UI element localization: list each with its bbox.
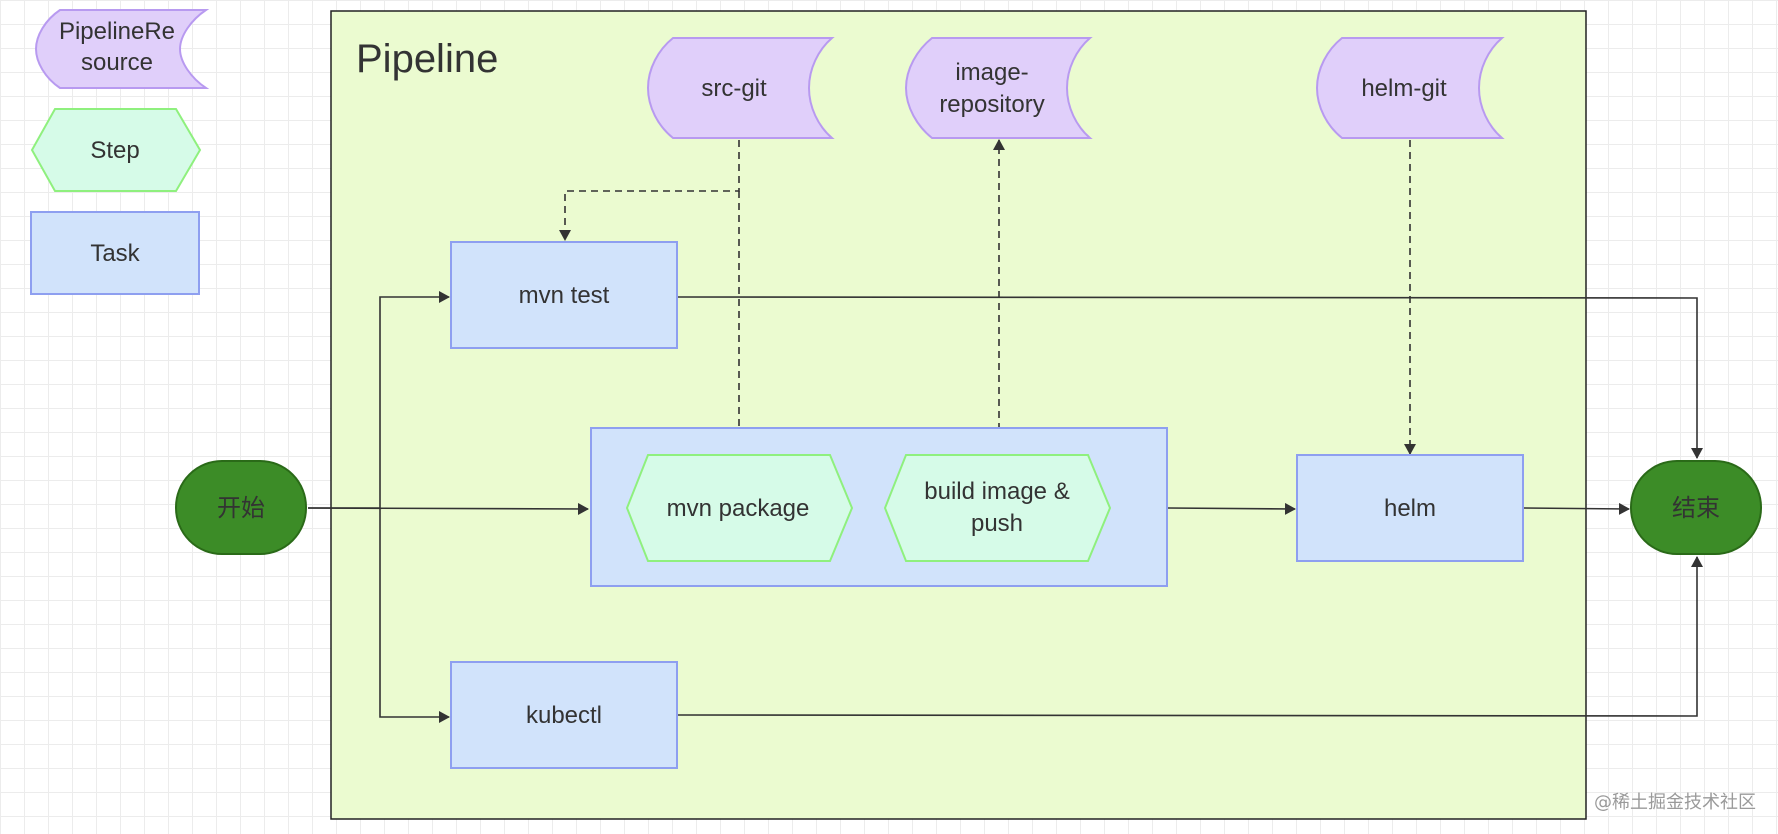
step-mvn-package-label: mvn package <box>667 495 810 522</box>
dashed-connectors <box>559 139 1416 455</box>
edge-start-to-kubectl <box>379 508 450 723</box>
task-kubectl-label: kubectl <box>526 702 602 729</box>
task-helm: helm <box>1296 454 1524 562</box>
edge-helm-to-end <box>1523 502 1630 515</box>
solid-connectors <box>307 291 1703 723</box>
step-build-image-push-label-line2: push <box>971 510 1023 537</box>
terminal-end-label: 结束 <box>1672 494 1720 522</box>
resource-helm-git-label: helm-git <box>1361 75 1447 102</box>
step-build-image-push: build image & push <box>883 454 1112 562</box>
legend-pipeline-resource: PipelineRe source <box>34 9 210 89</box>
legend-resource-label-line2: source <box>81 49 153 76</box>
edge-mvn-test-to-end <box>677 296 1703 459</box>
edge-kubectl-to-end <box>677 556 1703 717</box>
resource-image-repository: image- repository <box>904 37 1093 139</box>
task-kubectl: kubectl <box>450 661 678 769</box>
task-mvn-test-label: mvn test <box>519 282 610 309</box>
edge-src-git-to-mvn-test <box>559 140 740 241</box>
legend-task-label: Task <box>90 240 140 267</box>
resource-image-repository-label-line1: image- <box>955 59 1028 86</box>
pipeline-title: Pipeline <box>356 37 498 81</box>
edge-start-to-mvn-test <box>308 291 450 509</box>
edge-group-to-helm <box>1167 502 1296 515</box>
legend-step-label: Step <box>90 137 139 164</box>
terminal-start: 开始 <box>175 460 307 555</box>
watermark: @稀土掘金技术社区 <box>1594 792 1756 813</box>
resource-helm-git: helm-git <box>1315 37 1505 139</box>
task-helm-label: helm <box>1384 495 1436 522</box>
terminal-end: 结束 <box>1630 460 1762 555</box>
resource-src-git: src-git <box>646 37 835 139</box>
task-mvn-test: mvn test <box>450 241 678 349</box>
terminal-start-label: 开始 <box>217 494 265 522</box>
legend-task: Task <box>30 211 200 295</box>
resource-image-repository-label-line2: repository <box>939 91 1044 118</box>
step-mvn-package: mvn package <box>625 454 854 562</box>
step-build-image-push-label-line1: build image & <box>924 478 1069 505</box>
legend-step: Step <box>30 108 202 192</box>
legend-resource-label-line1: PipelineRe <box>59 18 175 45</box>
resource-src-git-label: src-git <box>701 75 767 102</box>
